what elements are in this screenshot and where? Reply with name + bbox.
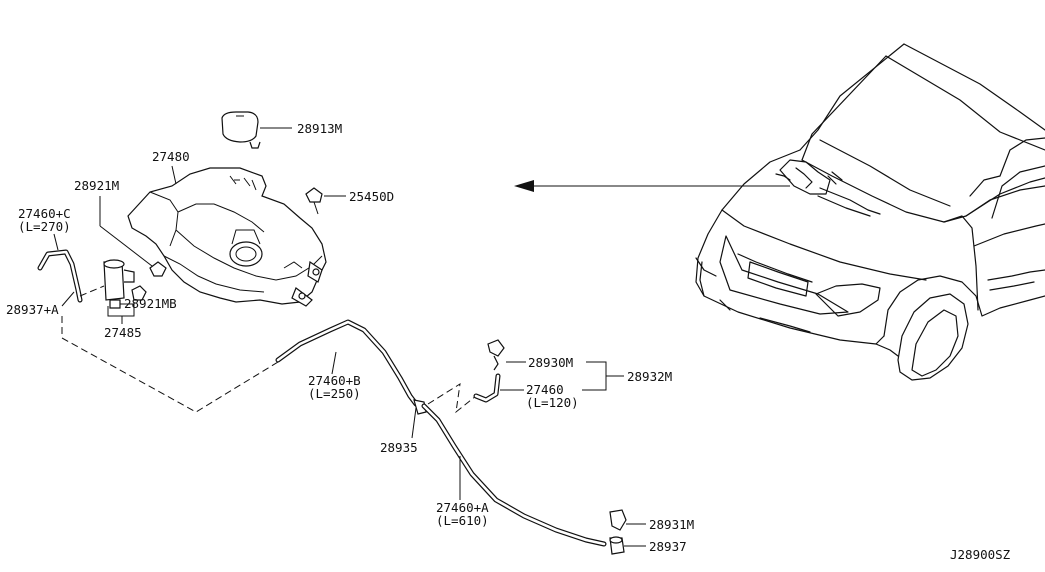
nozzle-28930M (487, 339, 505, 371)
label-27460: 27460 (526, 382, 564, 397)
leader-27460C (53, 233, 59, 251)
label-28921MB: 28921MB (124, 296, 177, 311)
dashed-link-pump (79, 285, 105, 297)
car-illustration (695, 43, 1045, 381)
nozzle-28931M (609, 509, 627, 531)
label-27460B-length: (L=250) (308, 386, 361, 401)
location-arrow (514, 180, 790, 192)
label-25450D: 25450D (349, 189, 394, 204)
bolt (305, 187, 323, 215)
dashed-link-left (61, 316, 279, 413)
label-27460C-length: (L=270) (18, 219, 71, 234)
label-28932M: 28932M (627, 369, 672, 384)
washer-tank (127, 167, 327, 307)
washer-pump (103, 259, 135, 309)
label-27480: 27480 (152, 149, 190, 164)
label-28937A: 28937+A (6, 302, 59, 317)
label-27460C: 27460+C (18, 206, 71, 221)
hose-27460C (37, 249, 83, 303)
hose-27460 (473, 373, 501, 403)
label-27485: 27485 (104, 325, 142, 340)
leader-27480 (171, 165, 177, 185)
dashed-link-zigzag (427, 383, 477, 414)
label-27460A-length: (L=610) (436, 513, 489, 528)
label-28931M: 28931M (649, 517, 694, 532)
label-28930M: 28930M (528, 355, 573, 370)
leader-28935 (411, 407, 417, 439)
leader-27485 (107, 302, 135, 317)
hose-27460B (275, 319, 419, 407)
label-28935: 28935 (380, 440, 418, 455)
leader-28932M-bracket (582, 361, 607, 391)
leader-28921M-b (99, 225, 153, 267)
pump-grommet (131, 285, 147, 301)
joint-28935 (413, 399, 427, 415)
grommet (149, 261, 167, 277)
check-valve-28937 (609, 536, 625, 555)
label-28921M: 28921M (74, 178, 119, 193)
reservoir-cap (221, 111, 261, 149)
label-27460-length: (L=120) (526, 395, 579, 410)
diagram-ref-code: J28900SZ (950, 547, 1011, 562)
label-28913M: 28913M (297, 121, 342, 136)
label-27460B: 27460+B (308, 373, 361, 388)
label-28937: 28937 (649, 539, 687, 554)
leader-27460B (331, 351, 337, 375)
leader-28937A (61, 291, 75, 307)
hose-27460A (421, 403, 607, 547)
label-27460A: 27460+A (436, 500, 489, 515)
